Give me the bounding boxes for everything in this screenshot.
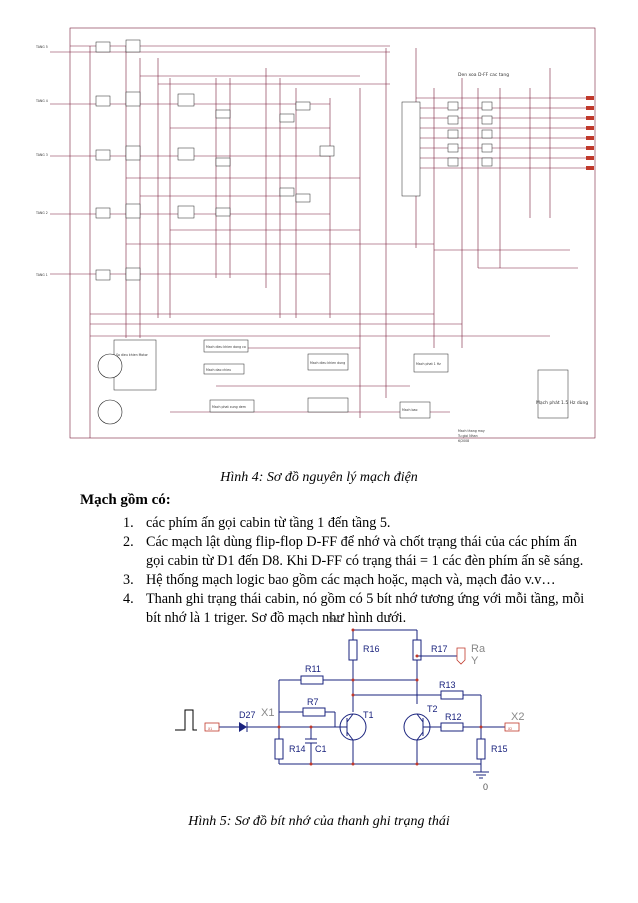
- reverse-circuit-label: Mach dao chieu: [206, 368, 231, 372]
- list-number: 2.: [123, 534, 134, 550]
- list-item: 1. các phím ấn gọi cabin từ tầng 1 đến tầ…: [123, 514, 593, 533]
- figure-4-caption: Hình 4: Sơ đồ nguyên lý mạch điện: [220, 470, 418, 485]
- r11-label: R11: [305, 664, 321, 674]
- list-number: 4.: [123, 591, 134, 607]
- list-number: 3.: [123, 572, 134, 588]
- list-text: các phím ấn gọi cabin từ tầng 1 đến tầng…: [146, 515, 391, 531]
- output-tag: X2: [508, 727, 512, 731]
- author-line-3: 6/2008: [458, 439, 469, 443]
- list-item: 4. Thanh ghi trạng thái cabin, nó gồm có …: [123, 590, 593, 628]
- floor-label-1: TANG 1: [35, 273, 48, 277]
- list-text: Thanh ghi trạng thái cabin, nó gồm có 5 …: [146, 591, 585, 626]
- author-line-1: Mach thang may: [458, 429, 485, 433]
- motor-driver-label: Mach dieu khien dong co: [206, 345, 246, 349]
- r16-label: R16: [363, 644, 380, 654]
- osc-1hz-label: Mach phat 1 Hz: [416, 362, 441, 366]
- x2-label: X2: [511, 711, 524, 723]
- r13-label: R13: [439, 680, 456, 690]
- r14-label: R14: [289, 744, 306, 754]
- x1-label: X1: [261, 707, 274, 719]
- floor-label-5: TANG 5: [35, 45, 48, 49]
- list-item: 3. Hệ thống mạch logic bao gồm các mạch h…: [123, 571, 593, 590]
- circuit-schematic-figure: TANG 5 TANG 4 TANG 3 TANG 2 TANG 1: [35, 27, 596, 443]
- figure-5-caption: Hình 5: Sơ đồ bít nhớ của thanh ghi trạn…: [188, 814, 450, 829]
- t1-label: T1: [363, 710, 374, 720]
- floor-label-3: TANG 3: [35, 153, 48, 157]
- floor-label-2: TANG 2: [35, 211, 48, 215]
- d27-label: D27: [239, 710, 256, 720]
- alarm-label: Mach bao: [402, 408, 417, 412]
- y-label: Y: [471, 655, 479, 667]
- memory-bit-circuit-figure: 5V R16 R17 Ra Y R11 R13 R7 T1 T2 R12 D27…: [175, 614, 524, 792]
- supply-label: 5V: [329, 614, 340, 624]
- list-item: 2. Các mạch lật dùng flip-flop D-FF để nh…: [123, 533, 593, 571]
- component-list: 1. các phím ấn gọi cabin từ tầng 1 đến tầ…: [123, 514, 593, 628]
- r7-label: R7: [307, 697, 319, 707]
- r12-label: R12: [445, 712, 462, 722]
- floor-label-4: TANG 4: [35, 99, 48, 103]
- ground-label: 0: [483, 782, 488, 792]
- section-heading: Mạch gồm có:: [80, 492, 171, 508]
- r15-label: R15: [491, 744, 508, 754]
- list-text: Hệ thống mạch logic bao gồm các mạch hoặ…: [146, 572, 556, 588]
- input-tag: X1: [208, 727, 212, 731]
- motor-control-label: So dieu khien Motor: [116, 353, 149, 357]
- author-line-2: Tu gioi Nhan: [457, 434, 478, 438]
- pulse-gen-label: Mach phat xung dem: [212, 405, 246, 409]
- list-text: Các mạch lật dùng flip-flop D-FF để nhớ …: [146, 534, 584, 569]
- dff-bank-label: Den xoa D-FF cac tang: [458, 72, 509, 78]
- ra-label: Ra: [471, 643, 486, 655]
- r17-label: R17: [431, 644, 448, 654]
- list-number: 1.: [123, 515, 134, 531]
- osc-15hz-label: Mạch phát 1.5 Hz dùng: [536, 399, 588, 406]
- c1-label: C1: [315, 744, 327, 754]
- t2-label: T2: [427, 704, 438, 714]
- stop-control-label: Mach dieu khien dung: [310, 361, 345, 365]
